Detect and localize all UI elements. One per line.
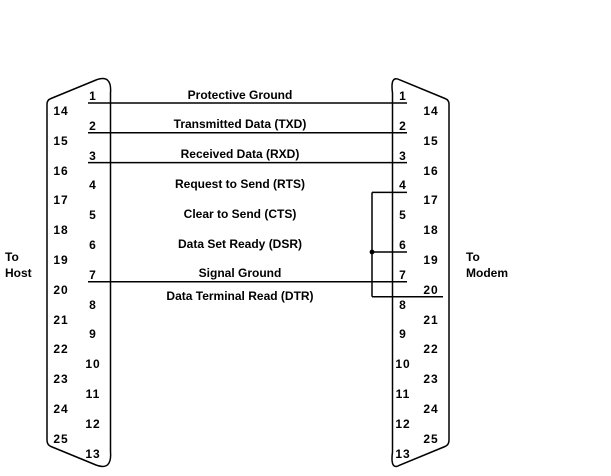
host-pin-13: 13 [85, 446, 101, 461]
signal-label-rts: Request to Send (RTS) [174, 176, 305, 191]
host-pin-19: 19 [53, 252, 69, 267]
modem-pin-24: 24 [423, 401, 439, 416]
modem-side-caption-line2: Modem [466, 266, 508, 280]
signal-label-protective-ground: Protective Ground [187, 87, 293, 102]
modem-pin-17: 17 [423, 193, 439, 208]
modem-pin-20: 20 [423, 282, 439, 297]
signal-label-signal-ground: Signal Ground [198, 266, 282, 281]
host-pin-12: 12 [85, 416, 101, 431]
host-pin-1: 1 [89, 89, 97, 103]
host-connector-outline [46, 77, 112, 468]
modem-pin-9: 9 [399, 327, 407, 342]
host-pin-10: 10 [85, 357, 101, 372]
modem-pin-4: 4 [399, 178, 407, 193]
host-pin-9: 9 [89, 327, 97, 342]
host-pin-24: 24 [53, 401, 69, 416]
modem-pin-6: 6 [399, 238, 407, 252]
host-pin-2: 2 [89, 118, 97, 133]
signal-label-rxd: Received Data (RXD) [180, 147, 300, 162]
host-pin-25: 25 [53, 431, 69, 446]
host-pin-17: 17 [53, 193, 69, 208]
host-pin-6: 6 [89, 238, 97, 252]
signal-label-txd: Transmitted Data (TXD) [173, 117, 307, 132]
modem-pin-23: 23 [423, 372, 439, 387]
modem-pin-14: 14 [423, 103, 439, 118]
host-pin-16: 16 [53, 163, 69, 178]
host-pin-8: 8 [89, 297, 97, 312]
modem-pin-16: 16 [423, 163, 439, 178]
modem-side-caption: To Modem [466, 249, 508, 281]
modem-pin-21: 21 [423, 312, 439, 327]
modem-pin-10: 10 [395, 357, 411, 372]
modem-pin-7: 7 [399, 267, 407, 282]
signal-label-dsr: Data Set Ready (DSR) [177, 236, 303, 251]
host-side-caption: To Host [5, 249, 32, 281]
modem-pin-18: 18 [423, 223, 439, 238]
host-pin-14: 14 [53, 103, 69, 118]
host-pin-21: 21 [53, 312, 69, 327]
host-pin-11: 11 [85, 387, 101, 401]
modem-pin-1: 1 [399, 89, 407, 103]
modem-pin-5: 5 [399, 208, 407, 223]
modem-connector-outline [391, 78, 450, 468]
modem-pin-12: 12 [395, 416, 411, 431]
junction-dot [369, 249, 375, 255]
host-pin-20: 20 [53, 282, 69, 297]
host-pin-23: 23 [53, 372, 69, 387]
modem-pin-19: 19 [423, 252, 439, 267]
modem-side-caption-line1: To [466, 250, 480, 264]
host-pin-4: 4 [89, 178, 97, 193]
host-pin-15: 15 [53, 133, 69, 148]
modem-pin-2: 2 [399, 118, 407, 133]
modem-pin-25: 25 [423, 431, 439, 446]
host-pin-22: 22 [53, 342, 69, 357]
host-pin-5: 5 [89, 208, 97, 223]
modem-pin-11: 11 [395, 387, 411, 401]
host-side-caption-line1: To [5, 250, 19, 264]
modem-pin-8: 8 [399, 297, 407, 312]
host-pin-18: 18 [53, 223, 69, 238]
modem-pin-3: 3 [399, 148, 407, 163]
modem-pin-22: 22 [423, 342, 439, 357]
modem-pin-15: 15 [423, 133, 439, 148]
signal-label-dtr: Data Terminal Read (DTR) [166, 289, 314, 303]
host-side-caption-line2: Host [5, 266, 32, 280]
modem-pin-13: 13 [395, 446, 411, 461]
host-pin-3: 3 [89, 148, 97, 163]
host-pin-7: 7 [89, 267, 97, 282]
signal-label-cts: Clear to Send (CTS) [183, 206, 297, 221]
